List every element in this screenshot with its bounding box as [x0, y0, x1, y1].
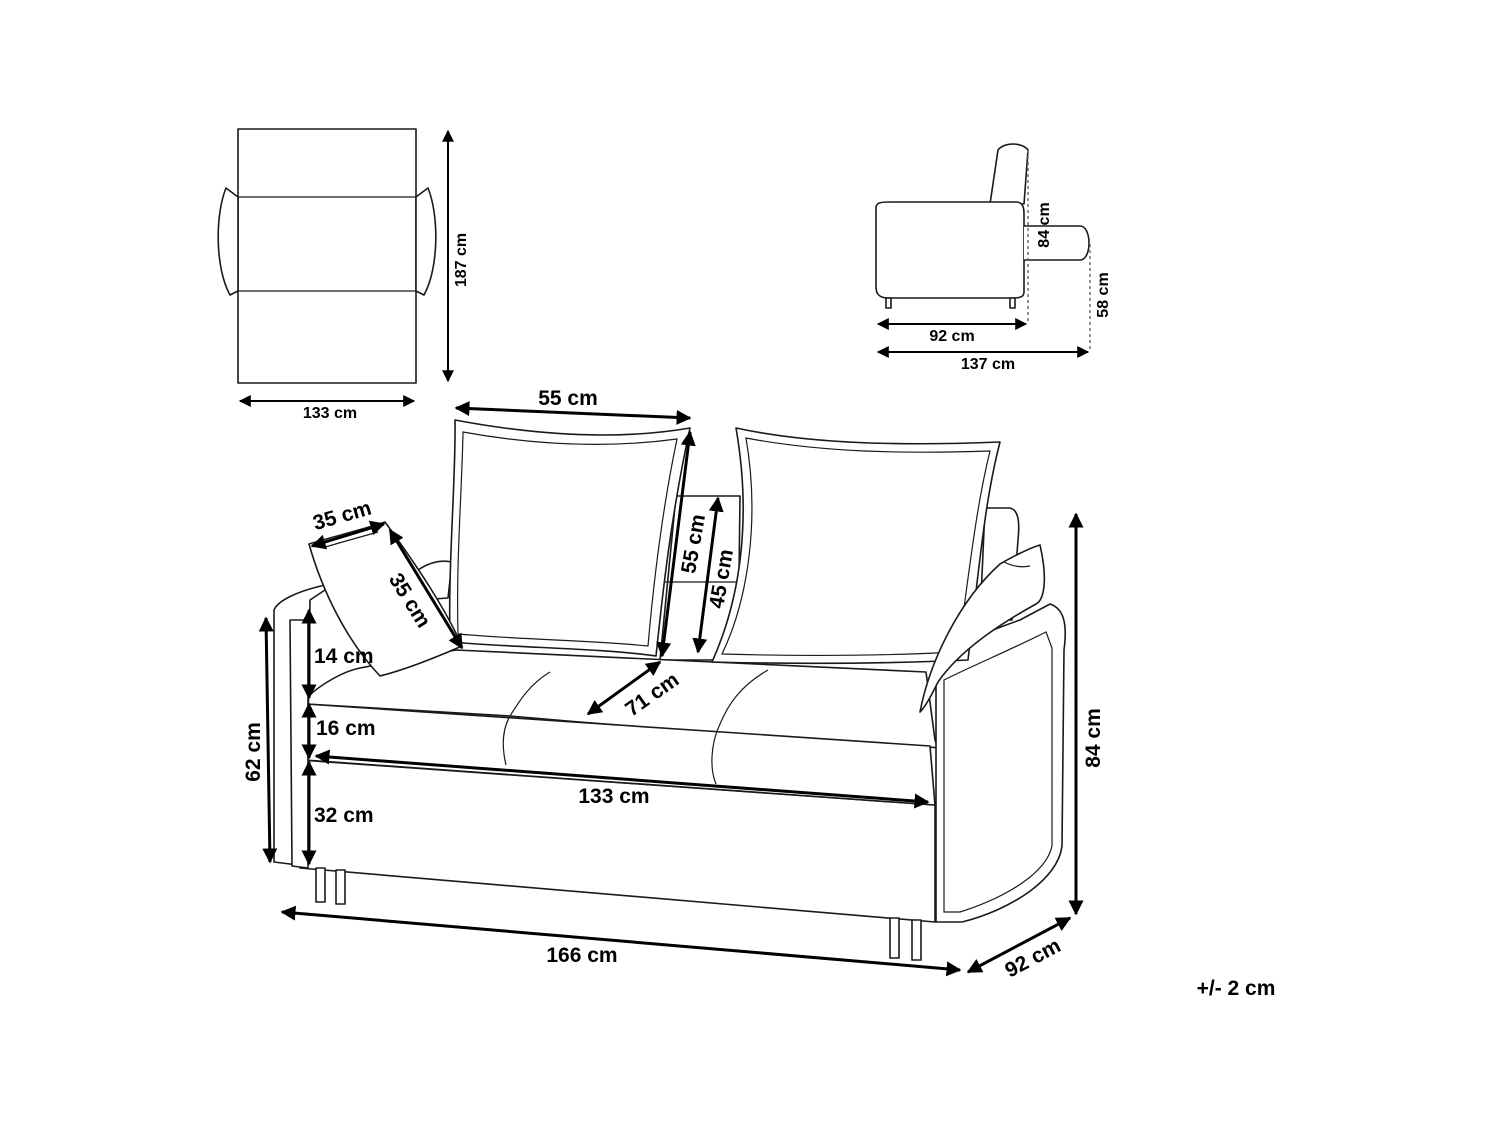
top-view: 133 cm 187 cm — [217, 128, 470, 422]
back-cushion-width-arrow — [454, 401, 692, 425]
seat-width-arrow — [314, 749, 930, 809]
throw-pillow-height-arrow — [388, 528, 464, 650]
top-view-length-label: 187 cm — [453, 233, 470, 287]
right-armrest-inner — [943, 631, 1053, 913]
armrest-above-seat-label: 14 cm — [314, 645, 374, 668]
left-armrest-front — [289, 619, 309, 869]
side-view-body — [875, 201, 1025, 299]
total-height-label: 84 cm — [1082, 708, 1105, 768]
arm-height-label: 62 cm — [242, 722, 265, 782]
top-view-width-label: 133 cm — [303, 405, 357, 422]
side-view: 92 cm 137 cm 84 cm 58 cm — [875, 143, 1112, 373]
side-view-backrest — [989, 143, 1029, 205]
main-view: 55 cm 55 cm 45 cm 35 cm 35 cm 71 cm 14 c… — [242, 387, 1105, 982]
side-view-front-leg — [885, 297, 892, 309]
back-cushion-height-arrow — [656, 430, 696, 658]
back-cushion-right — [711, 427, 1001, 665]
side-view-depth-label: 92 cm — [929, 328, 974, 345]
side-view-back-leg — [1009, 297, 1016, 309]
side-view-seat-height-label: 58 cm — [1095, 272, 1112, 317]
total-depth-arrow — [966, 916, 1072, 974]
top-view-right-arm — [415, 187, 437, 296]
seat-width-label: 133 cm — [578, 785, 649, 808]
throw-pillow-right-seam — [1003, 561, 1031, 568]
cushion-thickness-label: 16 cm — [316, 717, 376, 740]
total-width-arrow — [280, 905, 962, 977]
top-view-left-arm — [217, 187, 239, 296]
leg-front-left-a — [315, 867, 326, 903]
backrest-height-arrow — [692, 496, 724, 654]
base-height-label: 32 cm — [314, 804, 374, 827]
tolerance-note: +/- 2 cm — [1197, 977, 1276, 1000]
side-view-height-label: 84 cm — [1036, 202, 1053, 247]
side-view-extended-label: 137 cm — [961, 356, 1015, 373]
total-width-label: 166 cm — [546, 944, 617, 967]
total-depth-label: 92 cm — [1001, 934, 1064, 982]
arm-height-arrow — [258, 616, 278, 864]
leg-front-right-a — [889, 917, 900, 959]
seat-depth-arrow — [586, 660, 662, 716]
top-view-bed-outline — [237, 128, 417, 384]
leg-front-right-b — [911, 919, 922, 961]
throw-pillow-right — [919, 544, 1046, 713]
throw-pillow-width-arrow — [310, 520, 386, 550]
leg-front-left-b — [335, 869, 346, 905]
side-view-extended-footrest — [1023, 225, 1090, 261]
back-cushion-left — [448, 419, 691, 657]
back-cushion-width-label: 55 cm — [538, 387, 598, 410]
